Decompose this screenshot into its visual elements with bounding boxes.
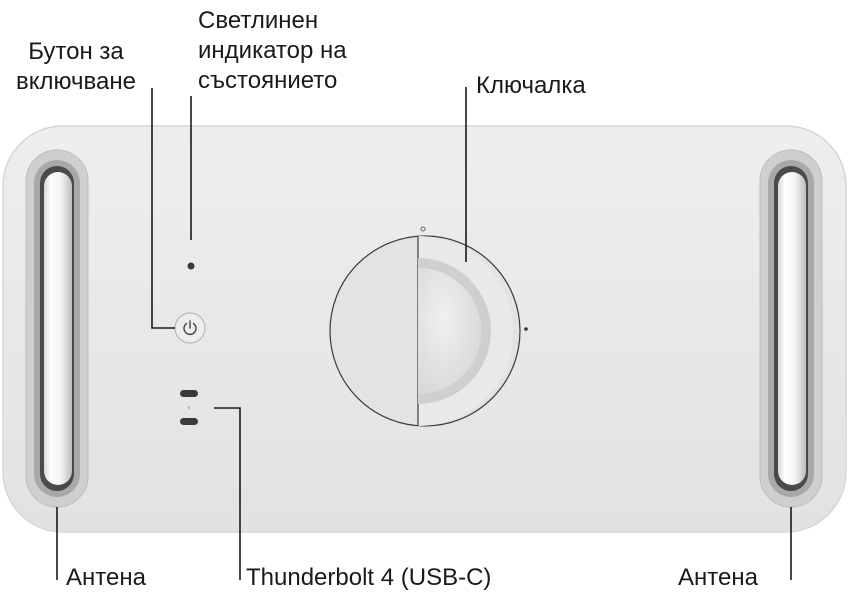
thunderbolt-icon: ⚡ <box>187 405 191 412</box>
status-light <box>187 262 195 270</box>
latch[interactable] <box>329 226 528 427</box>
callout-lines <box>56 87 792 580</box>
status-light-label-line-2: индикатор на <box>198 37 347 64</box>
thunderbolt-ports[interactable]: ⚡ <box>180 390 198 425</box>
antenna-left-label: Антена <box>66 564 146 591</box>
callout-thunderbolt <box>214 407 241 580</box>
status-light-label-line-3: състоянието <box>198 67 338 94</box>
status-light-label: Светлинен индикатор на състоянието <box>198 6 347 96</box>
thunderbolt-label: Thunderbolt 4 (USB-C) <box>246 564 492 591</box>
thunderbolt-port-1 <box>180 390 198 397</box>
right-handle <box>759 149 823 508</box>
thunderbolt-port-2 <box>180 418 198 425</box>
power-button-label-line-2: включване <box>16 68 136 95</box>
latch-label: Ключалка <box>476 72 586 99</box>
status-light-label-line-1: Светлинен <box>198 7 319 34</box>
power-button[interactable] <box>174 312 206 344</box>
left-handle <box>25 149 89 508</box>
power-button-label-line-1: Бутон за <box>28 38 124 65</box>
callout-power <box>151 88 175 329</box>
antenna-right-label: Антена <box>678 564 758 591</box>
power-button-label: Бутон за включване <box>0 37 152 97</box>
